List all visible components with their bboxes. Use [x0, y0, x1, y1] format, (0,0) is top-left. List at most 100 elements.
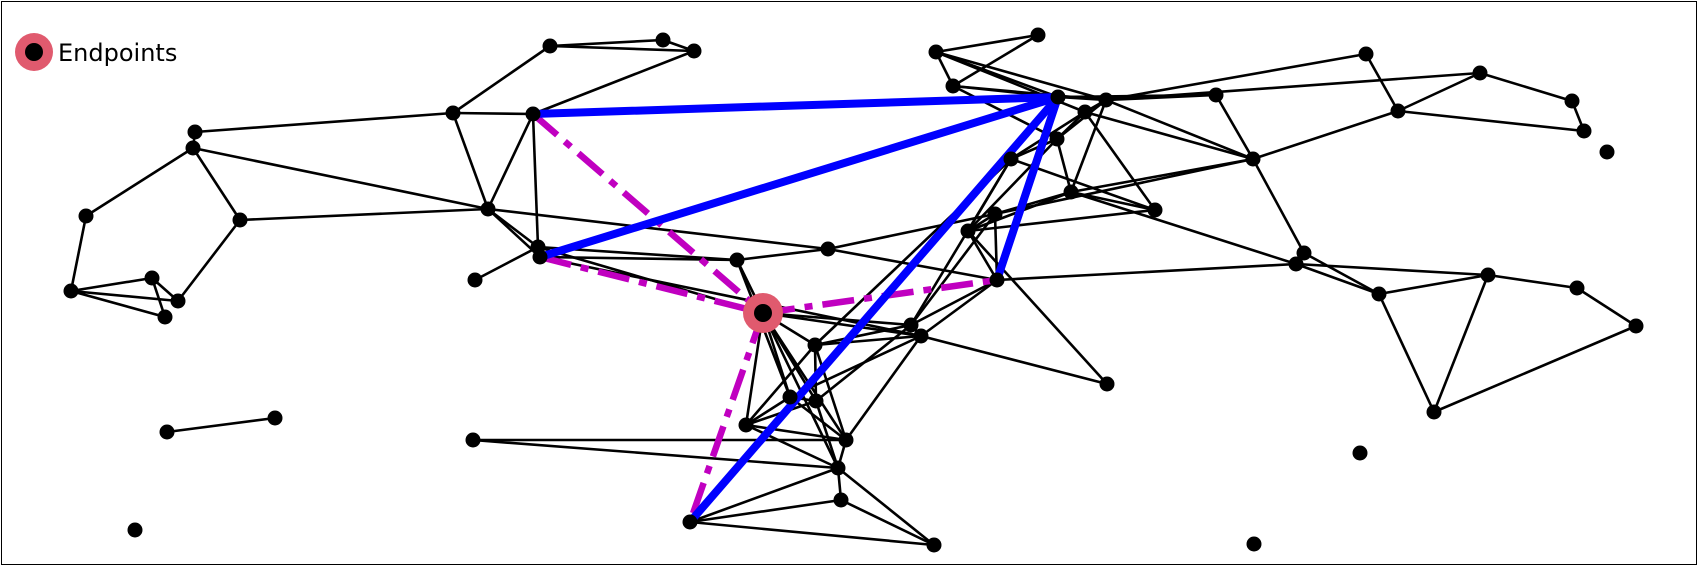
graph-node	[807, 337, 823, 353]
graph-node	[144, 270, 160, 286]
graph-node	[525, 106, 541, 122]
graph-node	[1049, 131, 1065, 147]
graph-edge	[486, 113, 535, 210]
graph-edge	[1378, 273, 1489, 296]
graph-node	[1208, 87, 1224, 103]
graph-edge	[70, 276, 153, 293]
graph-edge	[452, 111, 534, 116]
graph-node	[1245, 151, 1261, 167]
graph-edge	[966, 230, 999, 281]
legend-endpoint-dot	[25, 43, 43, 61]
graph-node	[1569, 280, 1585, 296]
graph-node	[926, 537, 942, 553]
alternate-path-edge	[762, 276, 998, 317]
graph-node	[1003, 151, 1019, 167]
graph-node	[465, 432, 481, 448]
graph-edge	[994, 190, 1072, 216]
graph-node	[655, 32, 671, 48]
graph-edge	[531, 113, 540, 248]
graph-edge	[1433, 324, 1637, 414]
graph-node	[833, 492, 849, 508]
graph-node	[1147, 202, 1163, 218]
graph-edge	[837, 466, 935, 547]
graph-edge	[814, 334, 922, 347]
graph-nodes	[63, 27, 1644, 553]
graph-node	[1472, 65, 1488, 81]
graph-node	[960, 223, 976, 239]
graph-node	[63, 283, 79, 299]
graph-edge	[762, 311, 922, 338]
graph-node	[686, 43, 702, 59]
alternate-path-edges	[530, 111, 998, 524]
graph-edge	[85, 146, 194, 218]
graph-node	[1371, 286, 1387, 302]
highlight-path-edge	[529, 93, 1062, 118]
graph-node	[913, 328, 929, 344]
legend-label: Endpoints	[58, 39, 177, 67]
graph-node	[903, 317, 919, 333]
graph-edge	[1576, 286, 1637, 328]
graph-edge	[909, 213, 997, 326]
highlight-path-edges	[529, 93, 1062, 526]
graph-edge	[1105, 52, 1367, 102]
graph-node	[820, 241, 836, 257]
graph-edge	[745, 423, 847, 442]
graph-node	[127, 522, 143, 538]
graph-edge	[549, 44, 695, 53]
graph-edge	[920, 278, 998, 338]
graph-node	[467, 272, 483, 288]
graph-edge	[909, 158, 1013, 326]
graph-node	[542, 38, 558, 54]
graph-node	[1050, 89, 1066, 105]
graph-node	[185, 140, 201, 156]
graph-edge	[745, 423, 839, 470]
highlight-path-edge	[686, 93, 1062, 526]
graph-edge	[736, 247, 829, 262]
graph-edge	[474, 245, 539, 282]
graph-edge	[827, 212, 996, 251]
graph-node	[532, 249, 548, 265]
graph-node	[1030, 27, 1046, 43]
alternate-path-edge	[686, 311, 767, 524]
graph-edge	[532, 49, 695, 116]
graph-edge	[1084, 110, 1254, 161]
graph-edge	[814, 323, 912, 347]
graph-edge	[935, 50, 1107, 102]
graph-edge	[1105, 71, 1481, 102]
graph-node	[1246, 536, 1262, 552]
graph-node	[1352, 445, 1368, 461]
graph-edge	[689, 466, 839, 524]
graph-edge	[952, 33, 1039, 88]
graph-edge	[814, 400, 840, 469]
graph-edge	[1295, 262, 1489, 277]
graph-node	[682, 514, 698, 530]
graph-edge	[1083, 111, 1157, 211]
graph-node	[838, 432, 854, 448]
highlight-path-edge	[993, 93, 1062, 284]
graph-node	[729, 252, 745, 268]
graph-node	[1426, 404, 1442, 420]
graph-node	[1599, 144, 1615, 160]
graph-edge	[1377, 293, 1436, 413]
graph-edge	[1303, 251, 1380, 296]
graph-node	[480, 201, 496, 217]
graph-edge	[1397, 71, 1481, 113]
graph-edge	[1010, 137, 1058, 161]
graph-node	[159, 424, 175, 440]
graph-edge	[487, 207, 829, 251]
graph-edge	[1214, 94, 1255, 160]
graph-node	[782, 389, 798, 405]
graph-edge	[745, 395, 791, 427]
graph-edge	[935, 33, 1039, 54]
graph-edge	[761, 312, 848, 441]
graph-node	[1099, 376, 1115, 392]
graph-edge	[1251, 158, 1306, 254]
graph-edge	[472, 438, 839, 470]
graph-node	[1576, 123, 1592, 139]
graph-edge	[813, 344, 848, 441]
graph-edge	[920, 334, 1108, 386]
graph-edge	[689, 498, 842, 524]
graph-node	[1063, 184, 1079, 200]
